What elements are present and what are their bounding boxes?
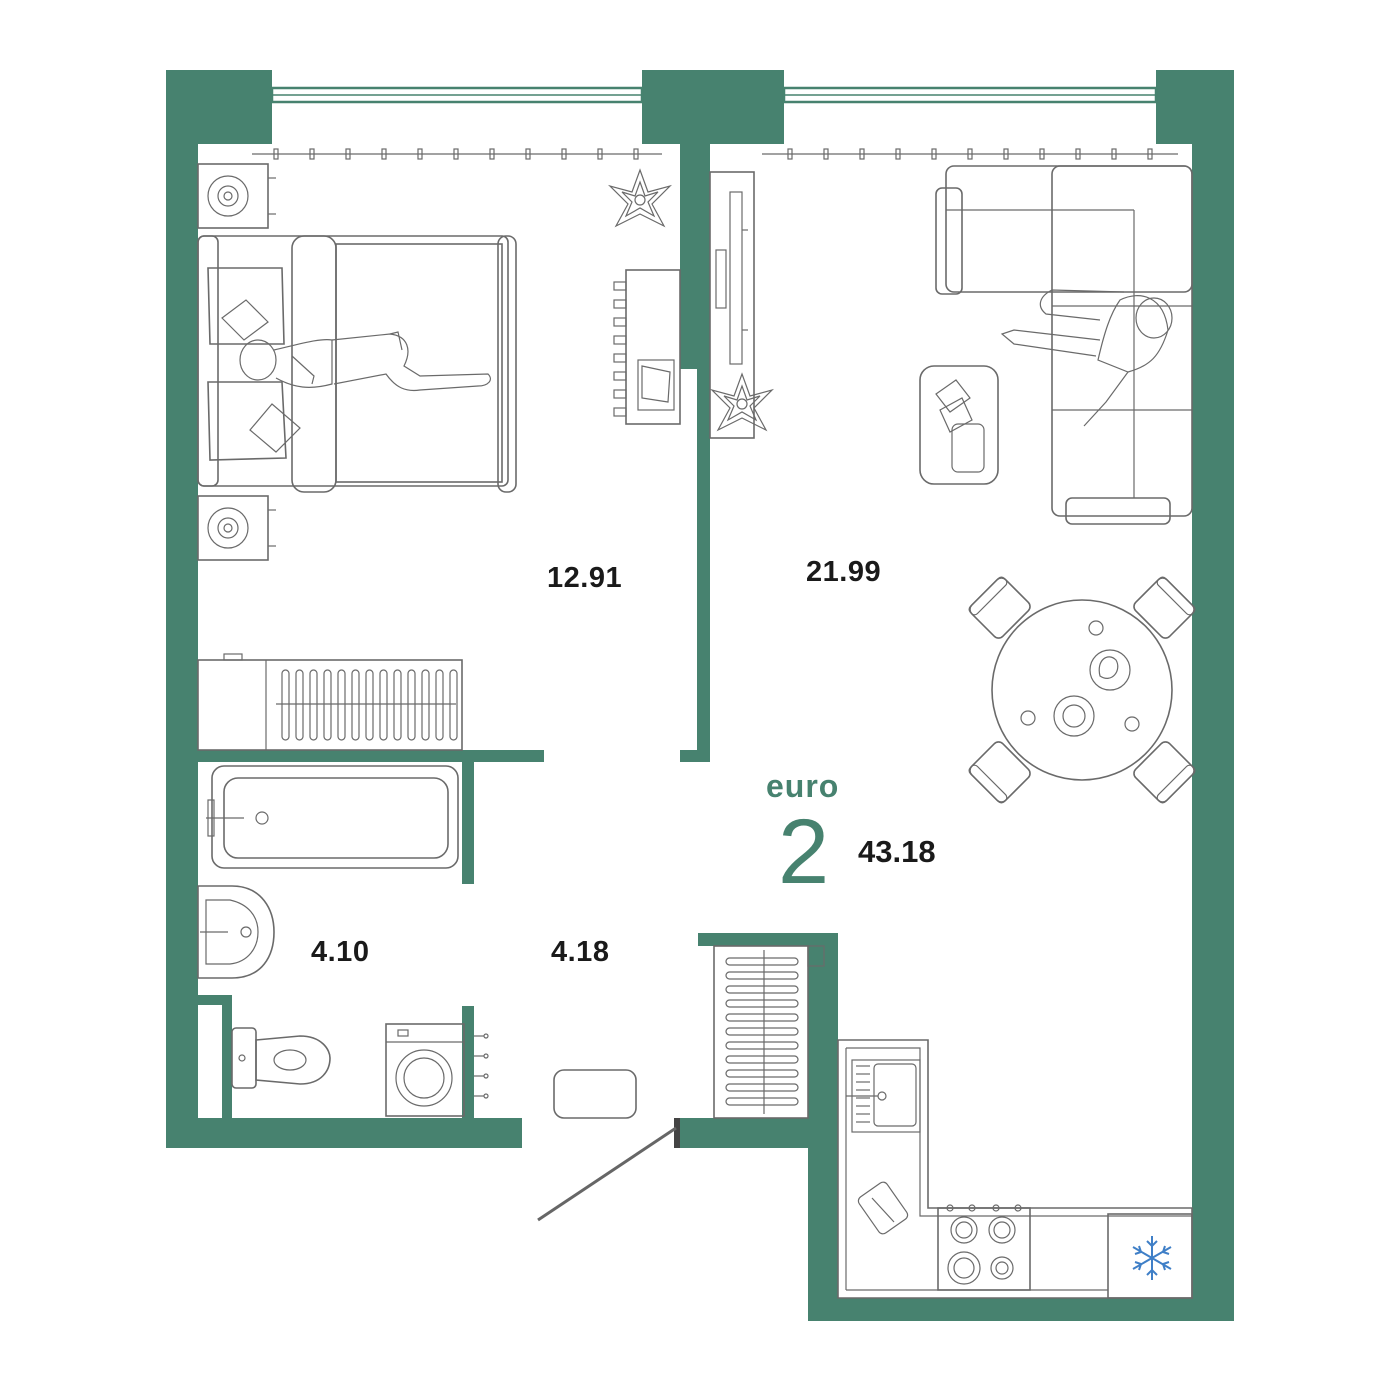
hanger bbox=[725, 999, 799, 1008]
fridge bbox=[1107, 1213, 1193, 1299]
wardrobe bbox=[197, 653, 463, 751]
curtain-ring bbox=[345, 148, 351, 160]
curtain-ring bbox=[597, 148, 603, 160]
curtain-rings bbox=[273, 148, 1153, 160]
hall-wardrobe bbox=[713, 945, 825, 1119]
curtain-ring bbox=[453, 148, 459, 160]
desk-slat bbox=[613, 389, 627, 399]
doormat bbox=[553, 1069, 637, 1119]
bedside-table-top bbox=[197, 163, 276, 229]
apartment-type-word: euro bbox=[766, 768, 840, 804]
hanger bbox=[421, 669, 430, 741]
hanger bbox=[449, 669, 458, 741]
hanger bbox=[281, 669, 290, 741]
desk-slat bbox=[613, 353, 627, 363]
hanger bbox=[725, 985, 799, 994]
desk-slat bbox=[613, 407, 627, 417]
hanger bbox=[725, 1097, 799, 1106]
hanger bbox=[725, 957, 799, 966]
room-area-living-kitchen: 21.99 bbox=[806, 556, 882, 588]
hanger bbox=[725, 1055, 799, 1064]
curtain-ring bbox=[1003, 148, 1009, 160]
curtain-ring bbox=[787, 148, 793, 160]
dining-chair bbox=[968, 576, 1031, 639]
hanger bbox=[393, 669, 402, 741]
curtain-ring bbox=[525, 148, 531, 160]
coffee-table bbox=[919, 365, 999, 485]
windows bbox=[270, 86, 1158, 104]
hanger bbox=[725, 1041, 799, 1050]
person-lying-icon bbox=[239, 331, 491, 392]
curtain-ring bbox=[489, 148, 495, 160]
hanger bbox=[365, 669, 374, 741]
curtain-ring bbox=[895, 148, 901, 160]
desk-slat bbox=[613, 371, 627, 381]
curtain-ring bbox=[417, 148, 423, 160]
total-area: 43.18 bbox=[858, 834, 936, 869]
cooktop bbox=[937, 1204, 1031, 1291]
plant-icon bbox=[607, 168, 673, 228]
curtain-ring bbox=[1147, 148, 1153, 160]
curtain-ring bbox=[823, 148, 829, 160]
dining-chair bbox=[968, 741, 1031, 804]
hanger bbox=[309, 669, 318, 741]
curtain-ring bbox=[273, 148, 279, 160]
plant-icon bbox=[709, 372, 775, 432]
hanger bbox=[725, 1027, 799, 1036]
snowflake-icon bbox=[1132, 1236, 1172, 1280]
toilet bbox=[231, 1027, 331, 1089]
washing-machine bbox=[385, 1023, 489, 1117]
desk-slat bbox=[613, 299, 627, 309]
desk bbox=[613, 269, 681, 425]
curtain-ring bbox=[1039, 148, 1045, 160]
hanger bbox=[351, 669, 360, 741]
tv-unit bbox=[709, 171, 755, 439]
desk-slat bbox=[613, 317, 627, 327]
hanger bbox=[407, 669, 416, 741]
hanger bbox=[323, 669, 332, 741]
dining-table bbox=[968, 576, 1196, 804]
dining-chair bbox=[1133, 576, 1196, 639]
curtain-ring bbox=[859, 148, 865, 160]
entrance-door bbox=[537, 1126, 677, 1222]
rooms-count: 2 bbox=[778, 801, 830, 903]
hanger bbox=[435, 669, 444, 741]
sink bbox=[197, 885, 275, 979]
hanger bbox=[725, 1069, 799, 1078]
room-area-bathroom: 4.10 bbox=[311, 936, 370, 968]
dining-chair bbox=[1133, 741, 1196, 804]
person-sitting-icon bbox=[1000, 289, 1173, 427]
curtain-ring bbox=[1111, 148, 1117, 160]
curtain-ring bbox=[967, 148, 973, 160]
cutting-board bbox=[857, 1181, 909, 1235]
curtain-ring bbox=[931, 148, 937, 160]
hanger bbox=[725, 971, 799, 980]
hanger bbox=[295, 669, 304, 741]
bathtub bbox=[206, 765, 459, 869]
hanger bbox=[725, 1083, 799, 1092]
hanger bbox=[725, 1013, 799, 1022]
curtain-ring bbox=[1075, 148, 1081, 160]
desk-slat bbox=[613, 281, 627, 291]
curtain-ring bbox=[381, 148, 387, 160]
walls bbox=[166, 70, 1234, 1321]
curtain-ring bbox=[561, 148, 567, 160]
room-area-bedroom: 12.91 bbox=[547, 562, 623, 594]
kitchen-counter bbox=[837, 1039, 1193, 1299]
curtain-ring bbox=[309, 148, 315, 160]
desk-slat bbox=[613, 335, 627, 345]
room-area-hallway: 4.18 bbox=[551, 936, 610, 968]
kitchen-sink bbox=[846, 1059, 921, 1133]
curtain-ring bbox=[633, 148, 639, 160]
hanger bbox=[379, 669, 388, 741]
double-bed bbox=[197, 235, 517, 493]
corner-sofa bbox=[935, 165, 1193, 525]
bedside-table-bottom bbox=[197, 495, 276, 561]
hanger bbox=[337, 669, 346, 741]
